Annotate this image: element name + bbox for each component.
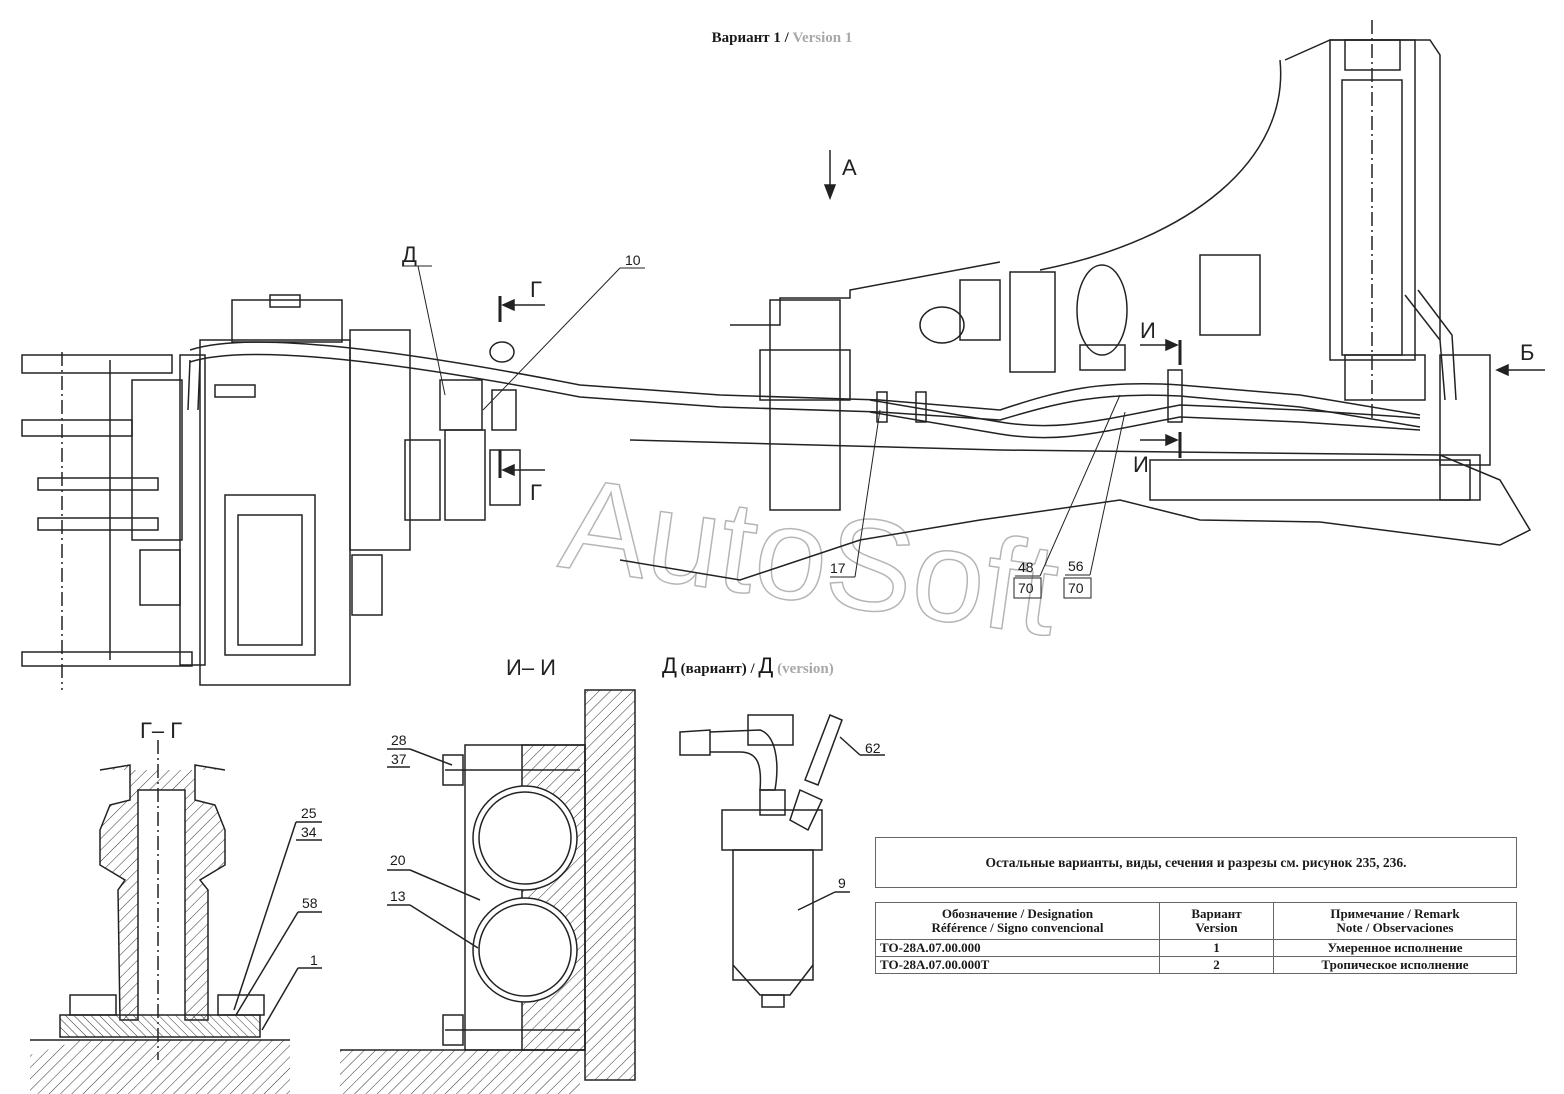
section-i-mark-top: И [1140, 318, 1156, 343]
callout-9: 9 [838, 875, 846, 891]
d-variant-letter: Д [662, 653, 677, 678]
section-i-i [340, 689, 636, 1094]
view-a-label: А [842, 155, 857, 180]
table-row: ТО-28А.07.00.000 1 Умеренное исполнение [875, 939, 1517, 957]
table-header-version: Вариант Version [1159, 902, 1274, 940]
table-cell-version: 2 [1159, 956, 1274, 974]
d-variant-en: (version) [777, 661, 834, 677]
table-cell-remark: Тропическое исполнение [1273, 956, 1517, 974]
callout-70a: 70 [1018, 580, 1034, 596]
callout-13: 13 [390, 888, 406, 904]
d-variant-ru: (вариант) / [680, 661, 755, 677]
view-b-label: Б [1520, 340, 1535, 365]
table-header-designation: Обозначение / Designation Référence / Si… [875, 902, 1160, 940]
callout-70b: 70 [1068, 580, 1084, 596]
detail-d-variant-title: Д (вариант) / Д (version) [662, 653, 834, 679]
title-ru: Вариант 1 / [711, 30, 789, 46]
callout-58: 58 [302, 895, 318, 911]
note-text: Остальные варианты, виды, сечения и разр… [985, 854, 1407, 870]
callout-25: 25 [301, 805, 317, 821]
table-cell-version: 1 [1159, 939, 1274, 957]
section-g-g [30, 740, 322, 1094]
main-assembly-view [21, 20, 1545, 690]
callout-37: 37 [391, 751, 407, 767]
callout-1: 1 [310, 952, 318, 968]
callout-10: 10 [625, 252, 641, 268]
leader-lines [402, 265, 1126, 599]
table-cell-designation: ТО-28А.07.00.000Т [875, 956, 1160, 974]
table-row: ТО-28А.07.00.000Т 2 Тропическое исполнен… [875, 956, 1517, 974]
title-en: Version 1 [792, 30, 853, 46]
callout-20: 20 [390, 852, 406, 868]
table-header-remark: Примечание / Remark Note / Observaciones [1273, 902, 1517, 940]
d-variant-view [679, 714, 885, 1008]
section-g-mark-bottom: Г [530, 480, 542, 505]
table-header-row: Обозначение / Designation Référence / Si… [875, 902, 1517, 940]
callout-48: 48 [1018, 559, 1034, 575]
callout-62: 62 [865, 740, 881, 756]
spec-table: Обозначение / Designation Référence / Si… [875, 902, 1517, 974]
d-variant-letter2: Д [758, 653, 774, 678]
detail-d-label: Д [402, 242, 417, 267]
section-i-mark-bottom: И [1133, 452, 1149, 477]
section-gg-title: Г– Г [140, 718, 183, 743]
callout-28: 28 [391, 732, 407, 748]
section-g-mark-top: Г [530, 277, 542, 302]
note-box: Остальные варианты, виды, сечения и разр… [875, 837, 1517, 888]
drawing-title: Вариант 1 / Version 1 [0, 30, 1564, 47]
table-cell-designation: ТО-28А.07.00.000 [875, 939, 1160, 957]
table-cell-remark: Умеренное исполнение [1273, 939, 1517, 957]
callout-34: 34 [301, 824, 317, 840]
callout-56: 56 [1068, 558, 1084, 574]
section-ii-title: И– И [506, 655, 556, 680]
callout-17: 17 [830, 560, 846, 576]
